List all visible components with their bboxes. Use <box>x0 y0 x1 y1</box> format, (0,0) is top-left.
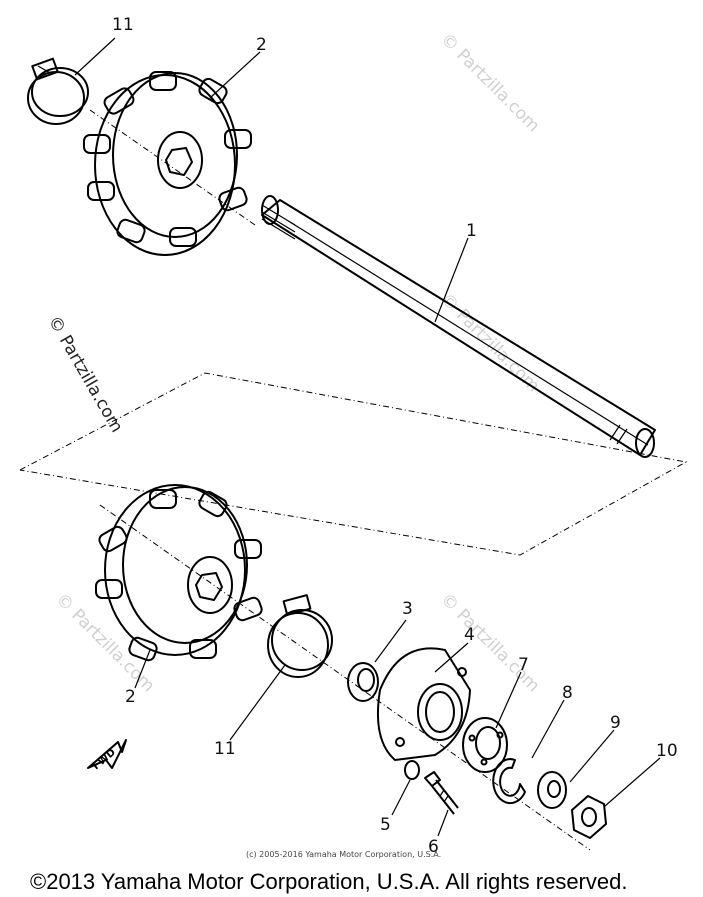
callout-3: 3 <box>402 599 413 619</box>
callout-11-lower: 11 <box>214 739 236 759</box>
watermark-lower-left: © Partzilla.com <box>51 589 158 696</box>
watermark-upper-right: © Partzilla.com <box>436 29 543 136</box>
sprocket-lower <box>95 484 263 662</box>
washer <box>537 771 567 809</box>
axis-line-lower <box>99 504 591 851</box>
oil-seal <box>347 662 379 702</box>
bearing-housing <box>376 647 471 761</box>
callout-9: 9 <box>610 713 621 733</box>
axis-line-upper <box>89 109 256 226</box>
callout-2-lower: 2 <box>125 687 136 707</box>
circlip <box>492 758 526 805</box>
hose-clamp-upper <box>27 57 89 125</box>
assembly-outline <box>19 372 688 556</box>
bolt <box>424 771 459 815</box>
callout-11-upper: 11 <box>112 15 134 35</box>
hose-clamp-lower <box>267 594 333 678</box>
drive-shaft <box>261 195 656 458</box>
callout-10: 10 <box>656 741 678 761</box>
footer-copyright: ©2013 Yamaha Motor Corporation, U.S.A. A… <box>30 869 627 894</box>
lock-washer <box>404 760 420 780</box>
callout-6: 6 <box>428 837 439 857</box>
forward-direction-icon: FWD <box>87 739 127 772</box>
hex-nut <box>571 795 607 839</box>
sprocket-upper <box>83 71 252 256</box>
small-copyright: (c) 2005-2016 Yamaha Motor Corporation, … <box>246 850 441 859</box>
fwd-label: FWD <box>91 747 118 772</box>
leader-lines <box>74 37 661 837</box>
bearing <box>462 717 508 773</box>
callout-8: 8 <box>562 683 573 703</box>
watermark-left: © Partzilla.com <box>44 313 127 437</box>
watermark-lower-right: © Partzilla.com <box>436 589 543 696</box>
callout-2-upper: 2 <box>256 35 267 55</box>
callout-5: 5 <box>380 815 391 835</box>
callout-7: 7 <box>518 655 529 675</box>
callout-4: 4 <box>464 625 475 645</box>
callout-1: 1 <box>466 221 477 241</box>
